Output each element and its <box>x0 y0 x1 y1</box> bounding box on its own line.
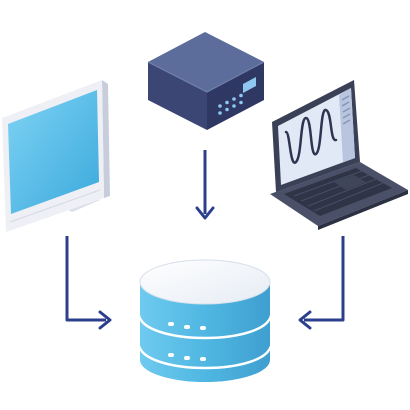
server-box-display <box>243 77 256 93</box>
arrow-head-icon <box>195 206 215 220</box>
laptop-trackpad <box>334 175 366 190</box>
database-top <box>140 260 270 304</box>
arrow-line <box>304 236 345 322</box>
server-box-front <box>148 62 207 130</box>
edge-monitor-to-database <box>65 236 112 330</box>
monitor-bezel-side <box>102 80 110 198</box>
arrow-head-icon <box>298 310 312 330</box>
laptop-icon <box>270 80 408 230</box>
laptop-screen-menu <box>341 95 351 125</box>
monitor-screen <box>8 90 99 214</box>
edge-laptop-to-database <box>298 236 345 330</box>
database-dots <box>168 322 206 391</box>
laptop-waveform <box>284 108 338 164</box>
server-box-icon <box>147 32 265 130</box>
database-icon <box>138 259 272 391</box>
server-box-leds <box>218 93 243 115</box>
arrow-head-icon <box>98 310 112 330</box>
laptop-screen-panel <box>339 88 355 162</box>
edge-server-to-database <box>195 150 215 220</box>
desktop-monitor-icon <box>2 80 110 232</box>
arrow-line <box>65 236 106 322</box>
laptop-keyboard <box>284 168 392 216</box>
